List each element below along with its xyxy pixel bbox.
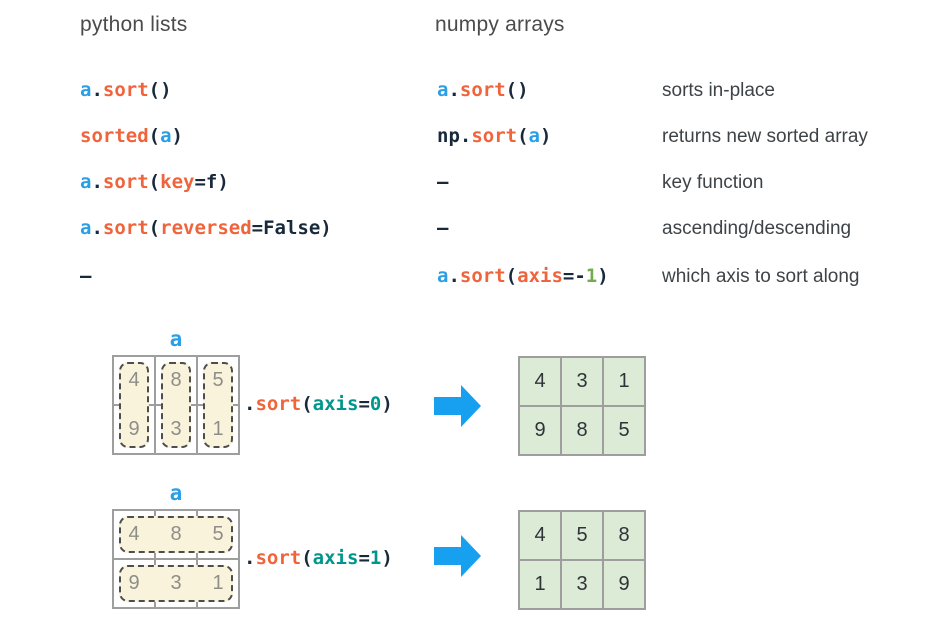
column-highlight [203,362,233,448]
right-arrow-icon [434,535,481,577]
column-highlight [161,362,191,448]
code-numpy: np.sort(a) [437,125,552,147]
result-cell: 3 [562,358,602,405]
column-header-numpy-arrays: numpy arrays [435,13,565,36]
result-cell: 9 [604,561,644,608]
grid-cell: 1 [212,418,224,440]
result-cell: 1 [604,358,644,405]
comparison-row: sorted(a) np.sort(a) returns new sorted … [0,124,945,150]
source-grid-axis1: 4 8 5 9 3 1 [112,509,240,609]
grid-cell: 8 [170,523,182,545]
comparison-description: returns new sorted array [662,126,868,147]
code-python-list: a.sort(key=f) [80,171,229,193]
comparison-description: sorts in-place [662,80,775,101]
grid-cell: 5 [212,523,224,545]
result-cell: 5 [562,512,602,559]
right-arrow-icon [434,385,481,427]
grid-cell: 1 [212,572,224,594]
comparison-description: ascending/descending [662,218,852,239]
column-header-python-lists: python lists [80,13,188,36]
column-highlight [119,362,149,448]
sort-axis0-code: .sort(axis=0) [244,393,393,415]
array-label: a [169,481,183,505]
code-python-list: a.sort() [80,79,172,101]
grid-cell: 4 [128,369,140,391]
code-numpy: a.sort() [437,79,529,101]
code-python-list: a.sort(reversed=False) [80,217,332,239]
result-cell: 8 [604,512,644,559]
code-numpy: – [437,171,449,193]
result-cell: 8 [562,407,602,454]
code-numpy: – [437,217,449,239]
grid-cell: 8 [170,369,182,391]
result-grid-axis1: 4 5 8 1 3 9 [518,510,646,610]
comparison-description: which axis to sort along [662,266,860,287]
row-highlight [119,565,233,602]
grid-cell: 5 [212,369,224,391]
result-cell: 3 [562,561,602,608]
source-grid-axis0: 4 8 5 9 3 1 [112,355,240,455]
comparison-row: a.sort(key=f) – key function [0,170,945,196]
result-grid-axis0: 4 3 1 9 8 5 [518,356,646,456]
comparison-row: – a.sort(axis=-1) which axis to sort alo… [0,264,945,290]
grid-lines [114,511,238,607]
comparison-row: a.sort(reversed=False) – ascending/desce… [0,216,945,242]
grid-cell: 3 [170,572,182,594]
grid-cell: 9 [128,418,140,440]
comparison-row: a.sort() a.sort() sorts in-place [0,78,945,104]
result-cell: 4 [520,512,560,559]
row-highlight [119,516,233,553]
code-python-list: sorted(a) [80,125,183,147]
code-python-list: – [80,265,92,287]
result-cell: 9 [520,407,560,454]
result-cell: 5 [604,407,644,454]
comparison-description: key function [662,172,764,193]
grid-cell: 4 [128,523,140,545]
grid-cell: 3 [170,418,182,440]
sort-axis1-code: .sort(axis=1) [244,547,393,569]
grid-cell: 9 [128,572,140,594]
result-cell: 1 [520,561,560,608]
code-numpy: a.sort(axis=-1) [437,265,609,287]
result-cell: 4 [520,358,560,405]
array-label: a [169,327,183,351]
